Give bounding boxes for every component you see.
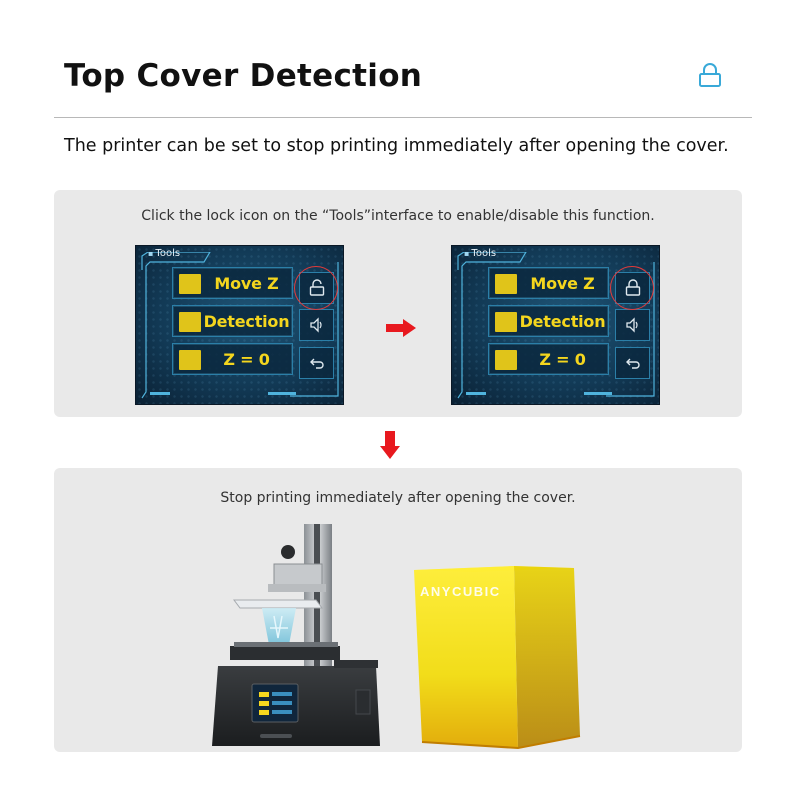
screen-frame <box>141 252 339 399</box>
back-icon <box>626 358 640 369</box>
z-zero-button[interactable]: Z = 0 <box>488 343 609 375</box>
arrow-right-icon <box>386 319 416 337</box>
z-zero-button[interactable]: Z = 0 <box>172 343 293 375</box>
detection-button[interactable]: Detection <box>172 305 293 337</box>
arrow-down-icon <box>380 431 400 459</box>
sound-button[interactable] <box>615 309 650 341</box>
back-button[interactable] <box>615 347 650 379</box>
page-title: Top Cover Detection <box>64 58 423 94</box>
z-zero-icon <box>179 350 201 370</box>
z-zero-label: Z = 0 <box>223 350 270 369</box>
resin-printer-image <box>212 524 380 746</box>
highlight-ring <box>294 266 338 310</box>
tools-tab[interactable]: Tools <box>464 248 496 259</box>
move-z-icon <box>179 274 201 294</box>
move-z-label: Move Z <box>214 274 279 293</box>
z-zero-label: Z = 0 <box>539 350 586 369</box>
sound-button[interactable] <box>299 309 334 341</box>
move-z-button[interactable]: Move Z <box>172 267 293 299</box>
back-button[interactable] <box>299 347 334 379</box>
screen-frame <box>457 252 655 399</box>
step2-panel: Stop printing immediately after opening … <box>54 468 742 752</box>
step1-panel: Click the lock icon on the “Tools”interf… <box>54 190 742 417</box>
tools-screen-after: Tools Move Z Detection Z = 0 <box>451 245 660 405</box>
move-z-button[interactable]: Move Z <box>488 267 609 299</box>
detection-icon <box>179 312 201 332</box>
lock-icon <box>699 63 721 87</box>
step2-caption: Stop printing immediately after opening … <box>220 490 576 506</box>
step1-caption: Click the lock icon on the “Tools”interf… <box>141 208 655 224</box>
highlight-ring <box>610 266 654 310</box>
page-subtitle: The printer can be set to stop printing … <box>64 136 729 156</box>
z-zero-icon <box>495 350 517 370</box>
move-z-icon <box>495 274 517 294</box>
detection-label: Detection <box>203 312 290 331</box>
detection-button[interactable]: Detection <box>488 305 609 337</box>
speaker-icon <box>626 317 638 333</box>
speaker-icon <box>310 317 322 333</box>
detection-label: Detection <box>519 312 606 331</box>
detection-icon <box>495 312 517 332</box>
tools-tab[interactable]: Tools <box>148 248 180 259</box>
back-icon <box>310 358 324 369</box>
move-z-label: Move Z <box>530 274 595 293</box>
tools-screen-before: Tools Move Z Detection Z = 0 <box>135 245 344 405</box>
header-divider <box>54 117 752 118</box>
cover-brand-text: ANYCUBIC <box>420 584 501 599</box>
uv-cover-image: ANYCUBIC <box>414 566 581 750</box>
